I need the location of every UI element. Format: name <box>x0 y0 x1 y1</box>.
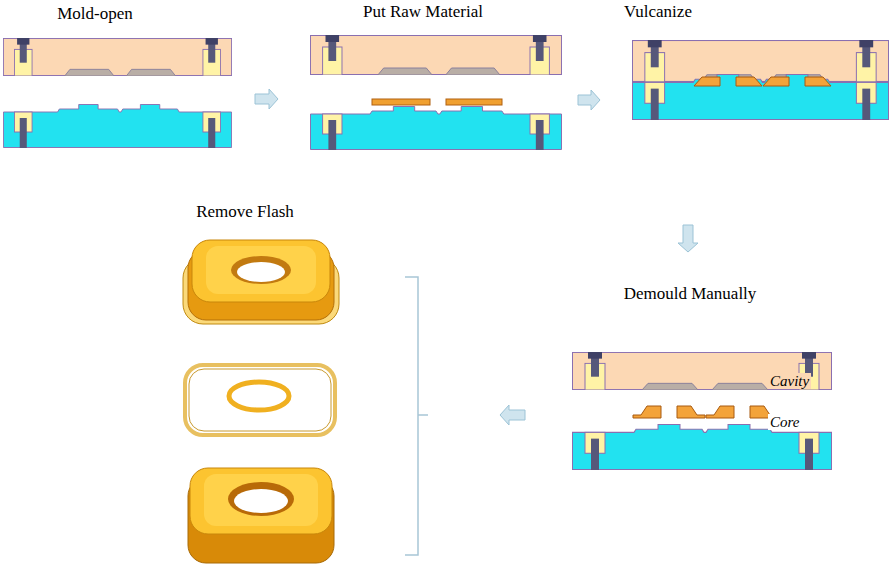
flow-arrow <box>255 89 278 109</box>
stage-heading: Put Raw Material <box>363 2 483 22</box>
stage-panel: Remove Flash <box>180 195 500 567</box>
stage-heading: Mold-open <box>57 4 133 24</box>
bracket <box>405 277 428 555</box>
mold-open-drawing <box>3 38 231 148</box>
flash-parts-drawing <box>183 240 339 563</box>
demould-drawing <box>573 352 832 470</box>
stage-panel: Vulcanize <box>600 0 890 225</box>
stage-panel: Put Raw Material <box>278 0 578 150</box>
part-label: Core <box>768 414 801 430</box>
stage-panel: Mold-open <box>3 0 255 150</box>
flow-arrow <box>578 90 600 110</box>
stage-panel: Demould Manually <box>525 252 835 472</box>
raw-material-drawing <box>310 35 561 150</box>
stage-heading: Vulcanize <box>624 2 692 22</box>
stage-heading: Remove Flash <box>196 202 294 222</box>
stage-heading: Demould Manually <box>624 284 757 304</box>
flow-arrow <box>500 405 525 425</box>
part-label: Cavity <box>768 373 811 389</box>
flow-arrow <box>678 225 698 252</box>
vulcanize-drawing <box>632 40 888 120</box>
